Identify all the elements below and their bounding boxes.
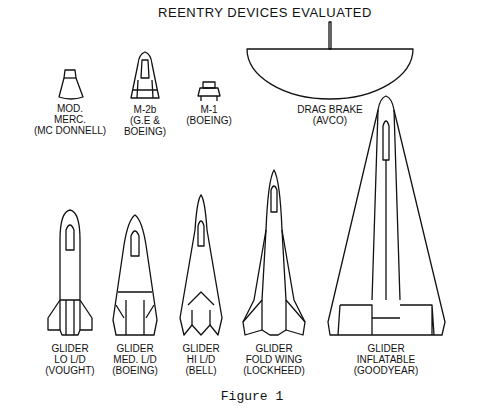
glider-cockpit [198,221,204,246]
glider-med [113,215,157,335]
brake-mast [329,22,331,49]
tail-units [338,305,434,335]
vehicle-name: M-1 [200,104,217,115]
contractor-name: (BOEING) [112,365,158,376]
glider-cockpit [383,121,389,160]
vehicle-name: GLIDER HI L/D [182,343,219,365]
vehicle-name: M-2b [134,104,157,115]
m2b-fins [133,80,157,98]
m1-legs [201,96,217,101]
contractor-name: (BELL) [185,365,216,376]
glider-stripes [116,292,154,335]
glider-inflatable [328,96,445,335]
vehicle-name: GLIDER MED. L/D [113,343,156,365]
m2b-outline [131,52,159,98]
m1-cap [203,82,215,88]
glider-fins [188,292,214,325]
glider-hi [180,195,222,335]
glider-cockpit [131,231,139,256]
glider-outline [243,170,305,335]
m1-base [198,88,220,96]
glider-outline [113,215,157,335]
m2b-body [131,52,159,98]
glider-outline [328,96,445,335]
vehicle-name: DRAG BRAKE [297,104,363,115]
drag-brake [247,22,413,99]
figure-caption: Figure 1 [221,389,283,404]
folded-wings [243,230,305,330]
glider-lo [48,210,92,335]
inflated-tubes [372,110,400,300]
vehicle-name: GLIDER INFLATABLE [357,343,416,365]
contractor-name: (BOEING) [186,115,232,126]
glider-outline [48,210,92,335]
contractor-name: (G.E & BOEING) [124,115,166,137]
m2b-cockpit [141,60,149,78]
m1-body [198,82,220,101]
figure-title: REENTRY DEVICES EVALUATED [158,5,372,20]
contractor-name: (VOUGHT) [45,365,94,376]
capsule-line [64,77,76,78]
vehicle-name: MOD. MERC. [54,103,86,125]
brake-bowl [247,49,413,99]
vehicle-name: GLIDER LO L/D [51,343,88,365]
mercury-capsule [59,70,83,99]
capsule-outline [59,70,83,99]
glider-fold [243,170,305,335]
contractor-name: (GOODYEAR) [354,365,418,376]
contractor-name: (MC DONNELL) [34,125,106,136]
vehicle-name: GLIDER FOLD WING [246,343,303,365]
glider-cockpit [66,225,74,250]
contractor-name: (AVCO) [313,115,347,126]
contractor-name: (LOCKHEED) [243,365,305,376]
glider-outline [180,195,222,335]
glider-fins [60,300,80,335]
glider-cockpit [271,186,277,212]
